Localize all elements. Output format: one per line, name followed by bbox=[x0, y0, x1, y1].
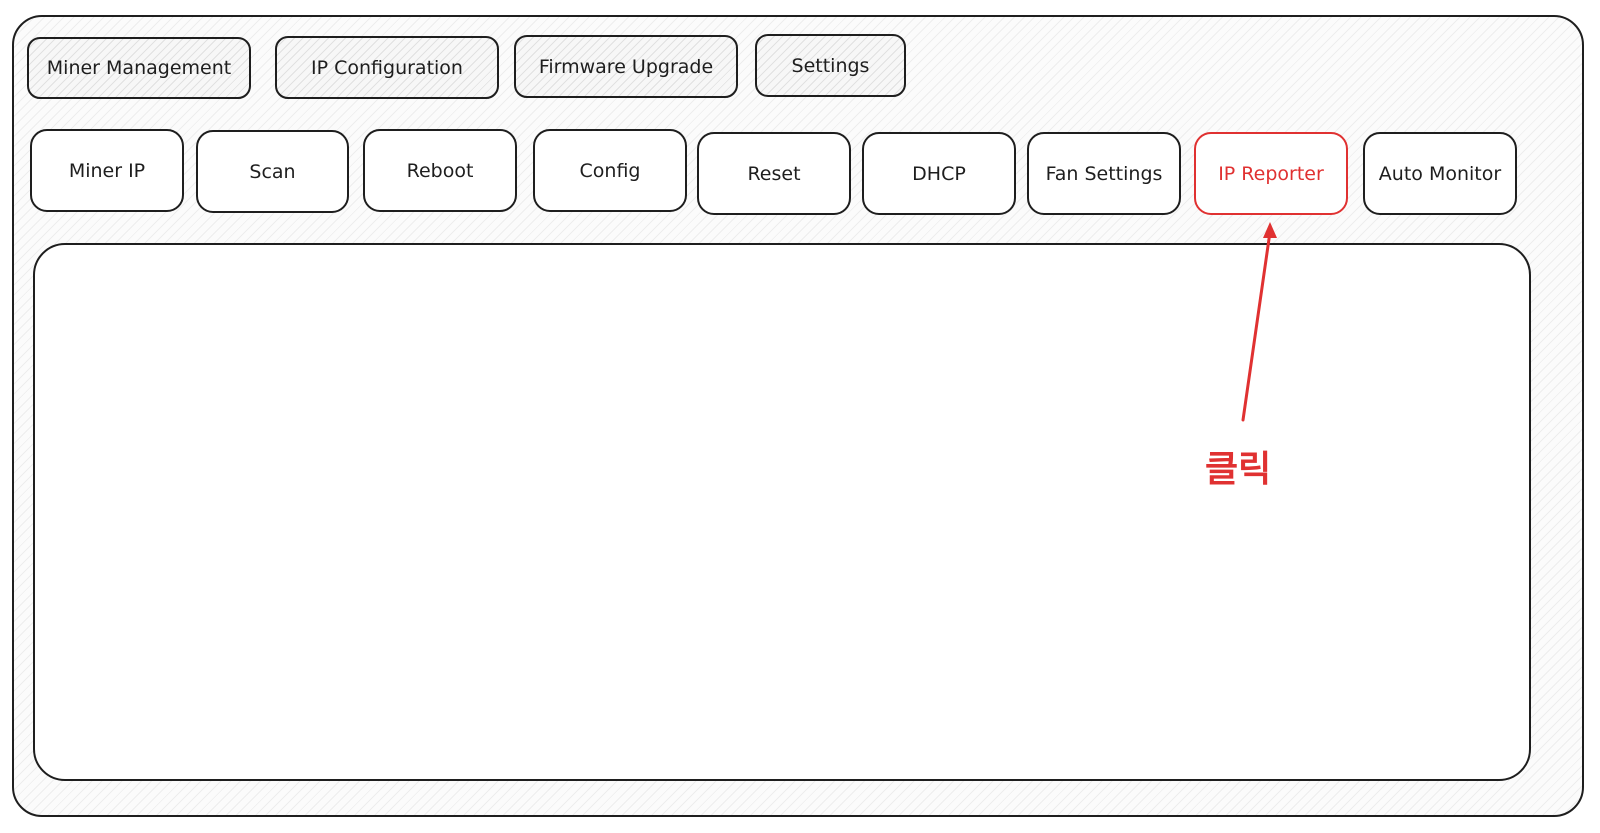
scan-button[interactable]: Scan bbox=[196, 130, 349, 213]
miner-ip-button[interactable]: Miner IP bbox=[30, 129, 184, 212]
button-label: Reboot bbox=[406, 159, 474, 182]
reset-button[interactable]: Reset bbox=[697, 132, 851, 215]
button-label: Config bbox=[579, 159, 641, 182]
tab-ip-configuration[interactable]: IP Configuration bbox=[275, 36, 499, 99]
config-button[interactable]: Config bbox=[533, 129, 687, 212]
ip-reporter-button[interactable]: IP Reporter bbox=[1194, 132, 1348, 215]
button-label: Scan bbox=[249, 160, 296, 183]
fan-settings-button[interactable]: Fan Settings bbox=[1027, 132, 1181, 215]
tab-label: Miner Management bbox=[46, 57, 232, 79]
tab-label: Settings bbox=[791, 54, 870, 77]
auto-monitor-button[interactable]: Auto Monitor bbox=[1363, 132, 1517, 215]
dhcp-button[interactable]: DHCP bbox=[862, 132, 1016, 215]
tab-settings[interactable]: Settings bbox=[755, 34, 906, 97]
button-label: Auto Monitor bbox=[1378, 162, 1502, 185]
button-label: Miner IP bbox=[68, 159, 146, 182]
button-label: IP Reporter bbox=[1218, 162, 1324, 185]
button-label: Reset bbox=[747, 162, 801, 185]
click-annotation: 클릭 bbox=[1205, 449, 1272, 490]
tab-label: IP Configuration bbox=[311, 56, 463, 79]
content-panel bbox=[33, 243, 1531, 781]
tab-miner-management[interactable]: Miner Management bbox=[27, 37, 251, 99]
reboot-button[interactable]: Reboot bbox=[363, 129, 517, 212]
button-label: Fan Settings bbox=[1045, 162, 1163, 185]
button-label: DHCP bbox=[912, 162, 966, 185]
tab-firmware-upgrade[interactable]: Firmware Upgrade bbox=[514, 35, 738, 98]
tab-label: Firmware Upgrade bbox=[538, 55, 714, 78]
